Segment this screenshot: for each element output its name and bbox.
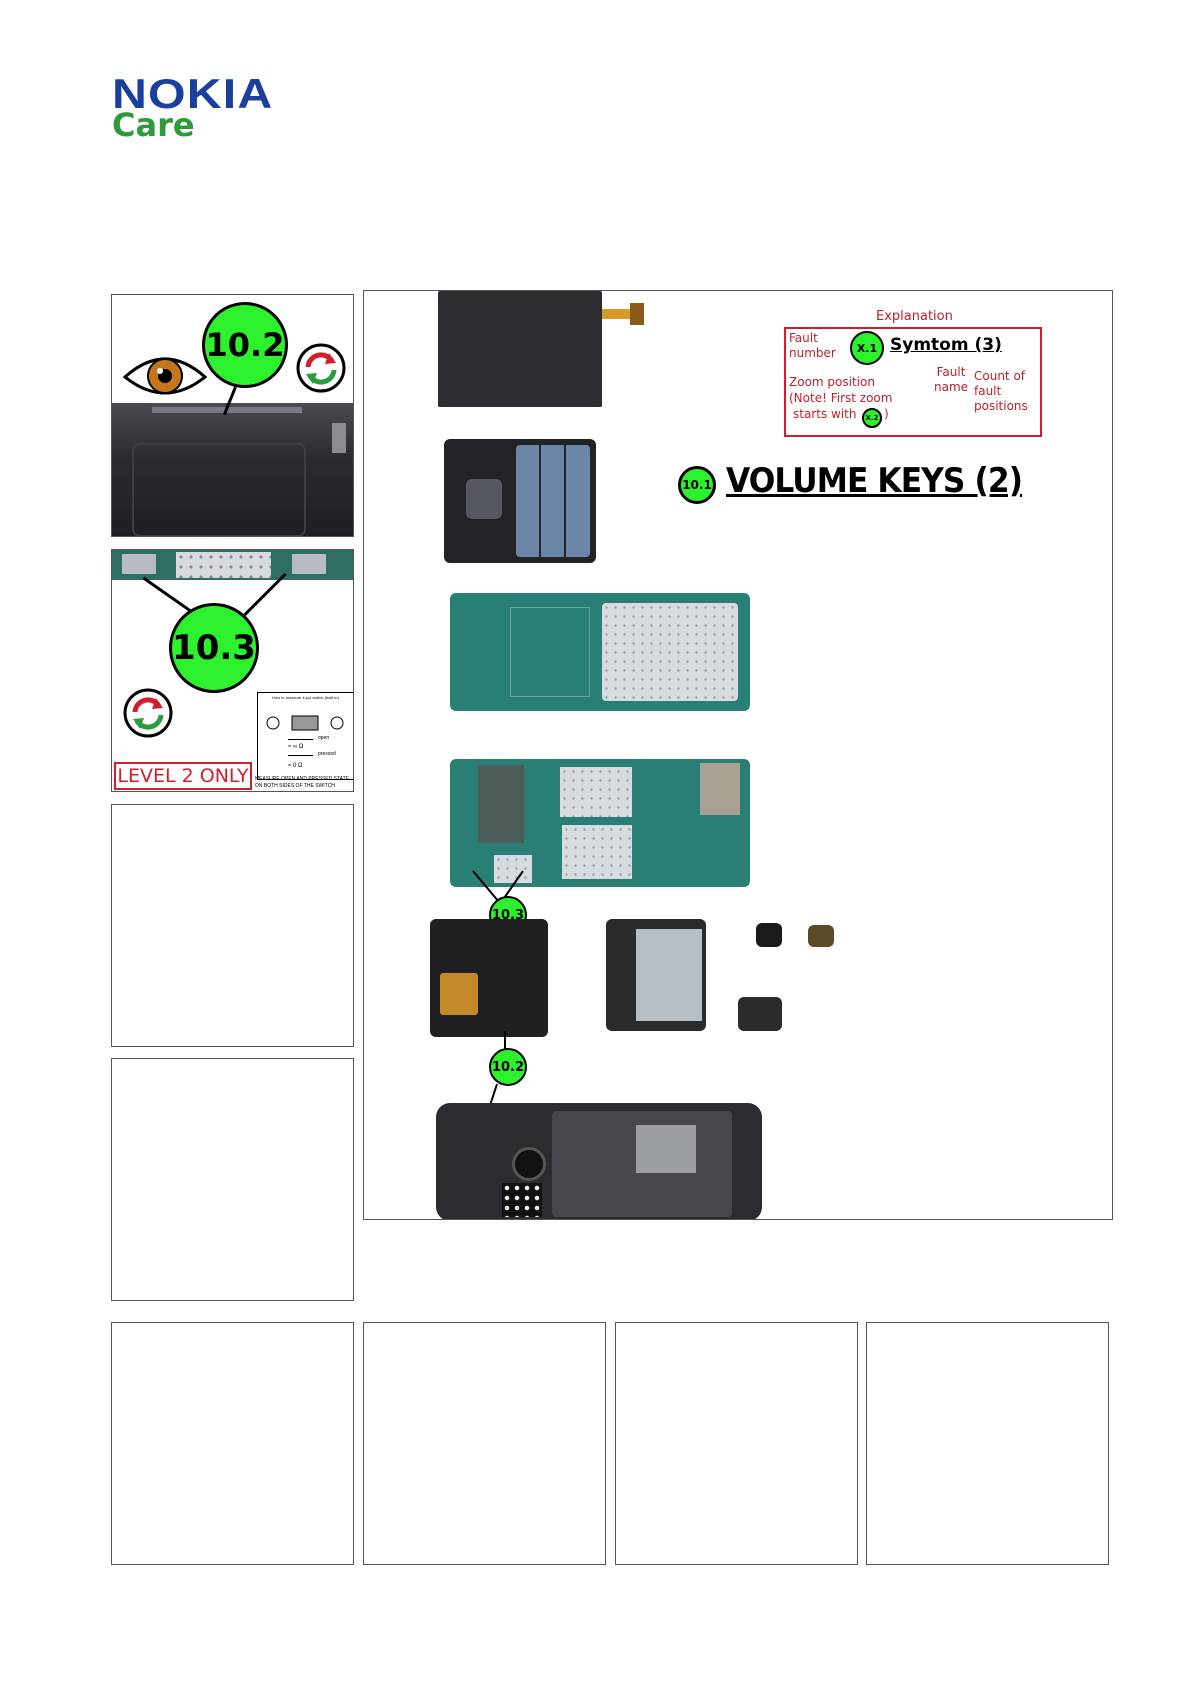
camera-module bbox=[756, 923, 782, 947]
switch-title: How to measure 4-pol switch (built in) bbox=[272, 695, 339, 700]
zoom-panel-bottom-3 bbox=[615, 1322, 858, 1565]
main-diagram: Explanation Fault number X.1 Symtom (3) … bbox=[363, 290, 1113, 1220]
keymat bbox=[444, 439, 596, 563]
note-line-2: starts with bbox=[793, 407, 857, 421]
zoom-position-label: Zoom position bbox=[789, 375, 875, 389]
pressed-label: pressed bbox=[318, 751, 336, 757]
eye-icon bbox=[120, 347, 210, 403]
display-flex-cable bbox=[602, 309, 636, 319]
ui-board bbox=[450, 593, 750, 711]
title-bubble-10-1: 10.1 bbox=[678, 466, 716, 504]
note-line-1: (Note! First zoom bbox=[789, 391, 893, 405]
antenna-frame bbox=[430, 919, 548, 1037]
display-module bbox=[438, 291, 602, 407]
open-value: ≈ ∞ Ω bbox=[288, 744, 304, 750]
care-logo: Care bbox=[112, 106, 195, 144]
count-label: Count of fault positions bbox=[974, 369, 1028, 413]
camera-flex bbox=[808, 925, 834, 947]
replace-icon bbox=[123, 688, 173, 738]
level-2-label: LEVEL 2 ONLY bbox=[114, 762, 252, 790]
main-board bbox=[450, 759, 750, 887]
zoom-panel-10-2: 10.2 bbox=[111, 294, 354, 537]
zoom-bubble-10-3: 10.3 bbox=[169, 603, 259, 693]
example-bubble-x1: X.1 bbox=[850, 331, 884, 365]
fault-title: VOLUME KEYS (2) bbox=[726, 461, 1023, 501]
fault-name-label: Fault name bbox=[933, 365, 969, 394]
switch-icon bbox=[266, 715, 344, 731]
zoom-panel-bottom-1 bbox=[111, 1322, 354, 1565]
switch-measure-box: How to measure 4-pol switch (built in) o… bbox=[257, 692, 353, 780]
pcb-zoom-photo bbox=[112, 550, 353, 580]
example-bubble-x2: X.2 bbox=[862, 408, 882, 428]
diagram-bubble-10-2: 10.2 bbox=[489, 1048, 527, 1086]
zoom-panel-bottom-4 bbox=[866, 1322, 1109, 1565]
open-label: open bbox=[318, 735, 330, 741]
chassis bbox=[436, 1103, 762, 1219]
nokia-logo: NOKIA bbox=[112, 70, 274, 117]
zoom-panel-empty-4 bbox=[111, 1058, 354, 1301]
replace-icon bbox=[296, 343, 346, 393]
fault-number-label: Fault number bbox=[789, 331, 836, 360]
explanation-box: Fault number X.1 Symtom (3) Zoom positio… bbox=[784, 327, 1042, 437]
antenna-module bbox=[606, 919, 706, 1031]
speaker-module bbox=[738, 997, 782, 1031]
zoom-panel-bottom-2 bbox=[363, 1322, 606, 1565]
explanation-heading: Explanation bbox=[876, 309, 953, 324]
zoom-panel-empty-3 bbox=[111, 804, 354, 1047]
note-close: ) bbox=[884, 407, 889, 421]
pressed-value: ≈ 0 Ω bbox=[288, 763, 303, 769]
measure-note-1: MEASURE OPEN AND PRESSED STATE bbox=[255, 776, 350, 782]
zoom-bubble-10-2: 10.2 bbox=[202, 302, 288, 388]
measure-note-2: ON BOTH SIDES OF THE SWITCH bbox=[255, 783, 335, 789]
chassis-zoom-photo bbox=[112, 403, 353, 536]
zoom-panel-10-3: 10.3 LEVEL 2 ONLY How to measure 4-pol s… bbox=[111, 549, 354, 792]
symptom-label: Symtom (3) bbox=[890, 335, 1002, 355]
